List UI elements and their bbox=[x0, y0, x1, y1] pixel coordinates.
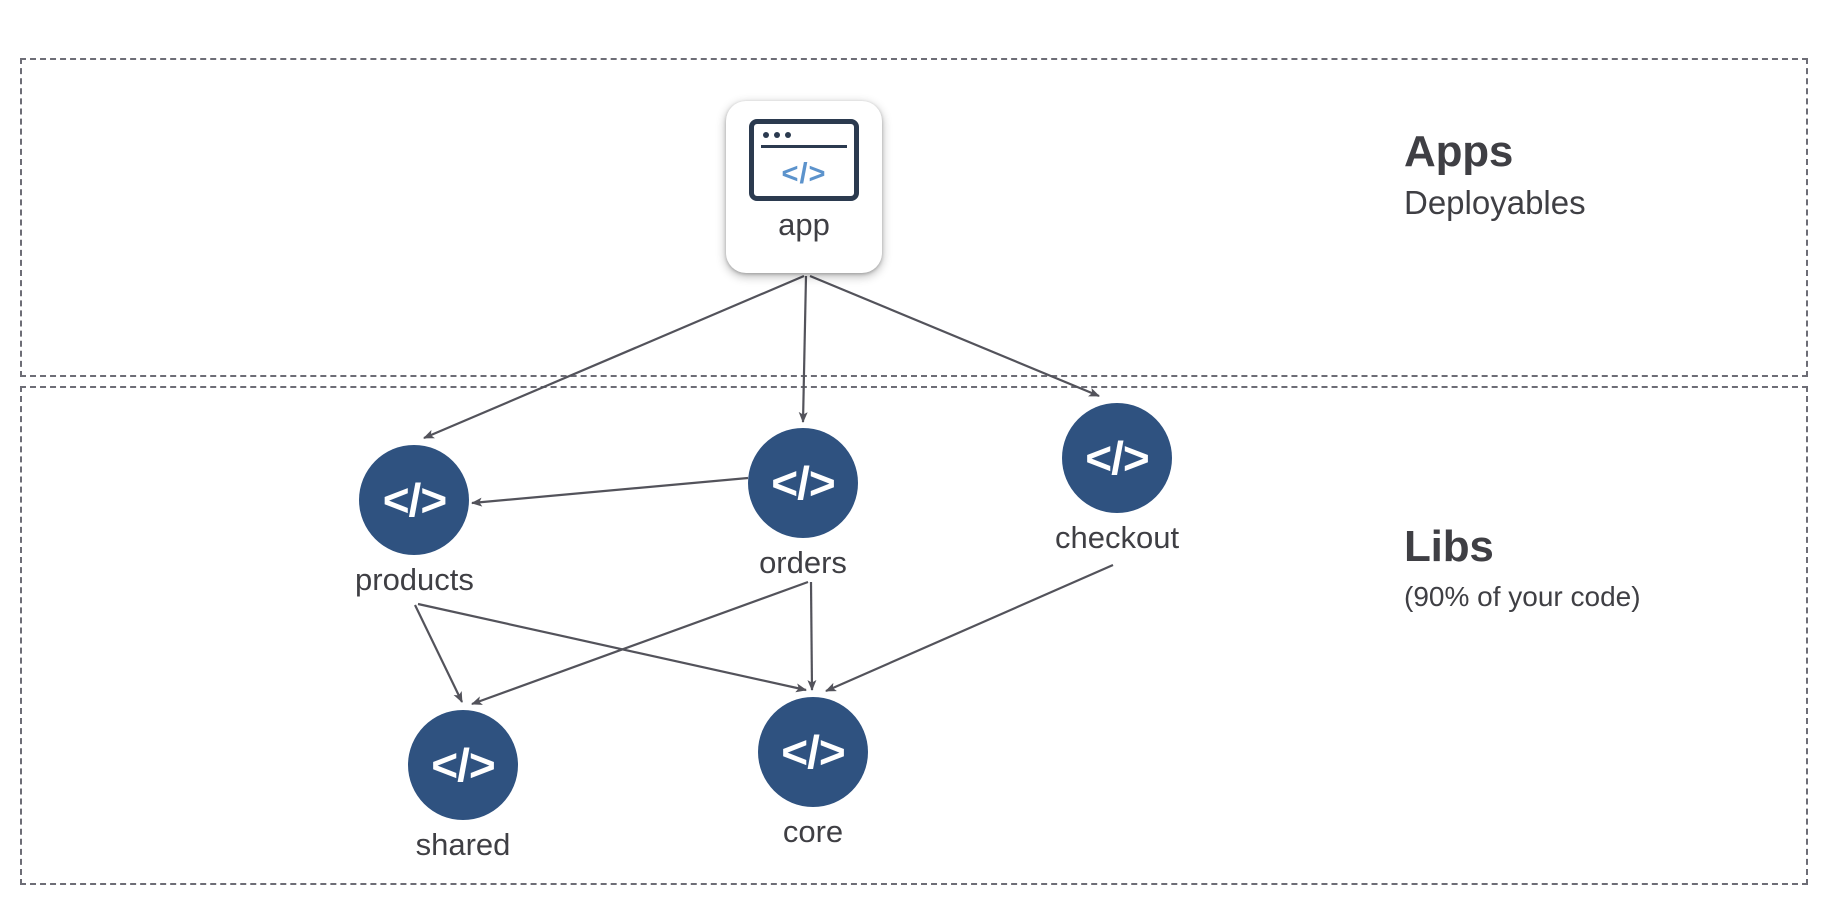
node-app[interactable]: </> app bbox=[726, 101, 882, 273]
node-label-app: app bbox=[778, 207, 830, 242]
zone-title-apps: Apps bbox=[1404, 127, 1514, 176]
node-label-orders: orders bbox=[759, 545, 847, 580]
code-icon: </> bbox=[408, 710, 518, 820]
code-icon: </> bbox=[758, 697, 868, 807]
code-glyph: </> bbox=[781, 157, 827, 190]
browser-dots-icon bbox=[763, 132, 791, 138]
code-icon: </> bbox=[748, 428, 858, 538]
node-label-checkout: checkout bbox=[1055, 520, 1180, 555]
node-checkout[interactable]: </> checkout bbox=[1055, 403, 1179, 556]
node-shared[interactable]: </> shared bbox=[408, 710, 518, 863]
node-products[interactable]: </> products bbox=[355, 445, 474, 598]
node-label-shared: shared bbox=[415, 827, 511, 862]
zone-caption-libs: Libs (90% of your code) bbox=[1404, 522, 1641, 613]
zone-box-libs bbox=[20, 386, 1808, 885]
zone-subtitle-apps: Deployables bbox=[1404, 183, 1586, 221]
browser-titlebar-divider bbox=[761, 145, 847, 148]
node-label-products: products bbox=[355, 562, 474, 597]
browser-code-icon: </> bbox=[749, 119, 859, 201]
zone-subtitle-libs: (90% of your code) bbox=[1404, 580, 1641, 612]
code-icon: </> bbox=[359, 445, 470, 555]
code-icon: </> bbox=[1062, 403, 1173, 513]
node-core[interactable]: </> core bbox=[758, 697, 868, 850]
zone-caption-apps: Apps Deployables bbox=[1404, 127, 1586, 222]
node-label-core: core bbox=[782, 814, 844, 849]
zone-title-libs: Libs bbox=[1404, 522, 1494, 571]
node-orders[interactable]: </> orders bbox=[748, 428, 858, 581]
